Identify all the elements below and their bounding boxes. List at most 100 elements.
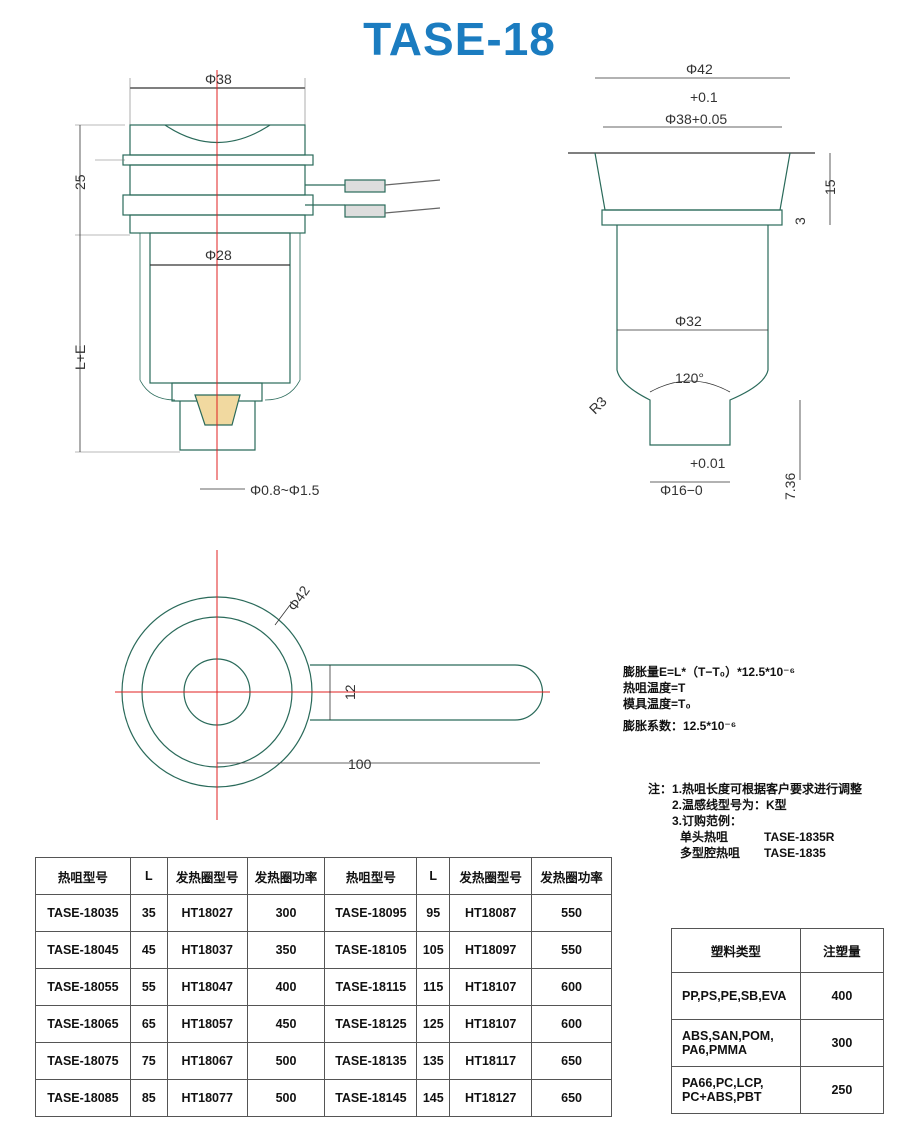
column-header: 注塑量 (799, 928, 885, 973)
example-label: 多型腔热咀 (680, 846, 741, 860)
table-cell: HT18107 (449, 1005, 533, 1043)
table-cell: TASE-18065 (35, 1005, 131, 1043)
example-model: TASE-1835R (764, 830, 835, 844)
dim-100: 100 (348, 756, 372, 772)
table-cell: 115 (416, 968, 451, 1006)
table-cell: HT18067 (166, 1042, 248, 1080)
table-cell: 105 (416, 931, 451, 969)
table-cell: HT18027 (166, 894, 248, 932)
dim-tip: Φ0.8~Φ1.5 (250, 482, 320, 498)
table-cell: PA66,PC,LCP,PC+ABS,PBT (671, 1066, 801, 1114)
table-cell: TASE-18125 (324, 1005, 418, 1043)
page-title: TASE-18 (363, 13, 556, 65)
table-cell: 600 (531, 968, 612, 1006)
column-header: 发热圈型号 (166, 857, 248, 895)
tol-001: +0.01 (690, 455, 726, 471)
dim-le: L+E (72, 345, 88, 370)
front-view-drawing (75, 70, 441, 490)
column-header: 热咀型号 (324, 857, 418, 895)
note-line: 1.热咀长度可根据客户要求进行调整 (672, 782, 863, 796)
table-cell: TASE-18035 (35, 894, 131, 932)
table-cell: TASE-18135 (324, 1042, 418, 1080)
top-view-drawing (115, 550, 550, 820)
notes: 注：1.热咀长度可根据客户要求进行调整 2.温感线型号为：K型 3.订购范例： … (648, 781, 862, 861)
column-header: L (129, 857, 168, 895)
example-label: 单头热咀 (680, 830, 729, 844)
column-header: L (416, 857, 451, 895)
dim-top-d42: Φ42 (284, 582, 313, 613)
table-cell: 55 (129, 968, 168, 1006)
table-cell: 250 (799, 1066, 885, 1114)
table-cell: ABS,SAN,POM,PA6,PMMA (671, 1019, 801, 1067)
column-header: 发热圈型号 (449, 857, 533, 895)
table-cell: HT18097 (449, 931, 533, 969)
table-cell: 350 (246, 931, 326, 969)
example-model: TASE-1835 (764, 846, 826, 860)
column-header: 热咀型号 (35, 857, 131, 895)
table-cell: 75 (129, 1042, 168, 1080)
dim-angle: 120° (675, 370, 704, 386)
table-cell: HT18117 (449, 1042, 533, 1080)
dim-736: 7.36 (782, 473, 798, 500)
table-cell: 300 (799, 1019, 885, 1067)
table-cell: 500 (246, 1042, 326, 1080)
table-cell: 145 (416, 1079, 451, 1117)
column-header: 塑料类型 (671, 928, 801, 973)
table-cell: 125 (416, 1005, 451, 1043)
expansion-formula: 膨胀量E=L*（T−T₀）*12.5*10⁻⁶ 热咀温度=T 模具温度=T₀ 膨… (623, 664, 795, 734)
table-header-row: 塑料类型注塑量 (671, 928, 885, 973)
table-cell: 85 (129, 1079, 168, 1117)
table-cell: 600 (531, 1005, 612, 1043)
table-cell: TASE-18075 (35, 1042, 131, 1080)
table-cell: TASE-18105 (324, 931, 418, 969)
table-cell: HT18077 (166, 1079, 248, 1117)
table-cell: 35 (129, 894, 168, 932)
dim-r3: R3 (586, 393, 610, 417)
tol-01: +0.1 (690, 89, 718, 105)
table-cell: 400 (799, 972, 885, 1020)
table-cell: TASE-18095 (324, 894, 418, 932)
dim-15: 15 (822, 179, 838, 195)
section-view-drawing (568, 77, 831, 483)
table-cell: HT18127 (449, 1079, 533, 1117)
table-cell: HT18047 (166, 968, 248, 1006)
table-cell: 500 (246, 1079, 326, 1117)
dim-d32: Φ32 (675, 313, 702, 329)
dim-12: 12 (342, 684, 358, 700)
table-cell: HT18057 (166, 1005, 248, 1043)
table-cell: 400 (246, 968, 326, 1006)
table-cell: 550 (531, 894, 612, 932)
formula-line: 模具温度=T₀ (623, 697, 691, 711)
dim-3: 3 (792, 217, 808, 225)
formula-line: 膨胀系数：12.5*10⁻⁶ (623, 719, 737, 733)
table-cell: 550 (531, 931, 612, 969)
notes-prefix: 注： (648, 782, 673, 796)
table-cell: PP,PS,PE,SB,EVA (671, 972, 801, 1020)
dim-d16: Φ16−0 (660, 482, 703, 498)
column-header: 发热圈功率 (531, 857, 612, 895)
table-cell: 45 (129, 931, 168, 969)
dim-d38-tol: Φ38+0.05 (665, 111, 727, 127)
column-header: 发热圈功率 (246, 857, 326, 895)
formula-line: 膨胀量E=L*（T−T₀）*12.5*10⁻⁶ (623, 665, 795, 679)
table-cell: TASE-18085 (35, 1079, 131, 1117)
table-cell: 95 (416, 894, 451, 932)
table-cell: TASE-18055 (35, 968, 131, 1006)
dim-25: 25 (72, 174, 88, 190)
table-cell: TASE-18045 (35, 931, 131, 969)
dim-d42: Φ42 (686, 61, 713, 77)
table-cell: 65 (129, 1005, 168, 1043)
table-cell: TASE-18115 (324, 968, 418, 1006)
dim-d38: Φ38 (205, 71, 232, 87)
table-cell: 650 (531, 1042, 612, 1080)
